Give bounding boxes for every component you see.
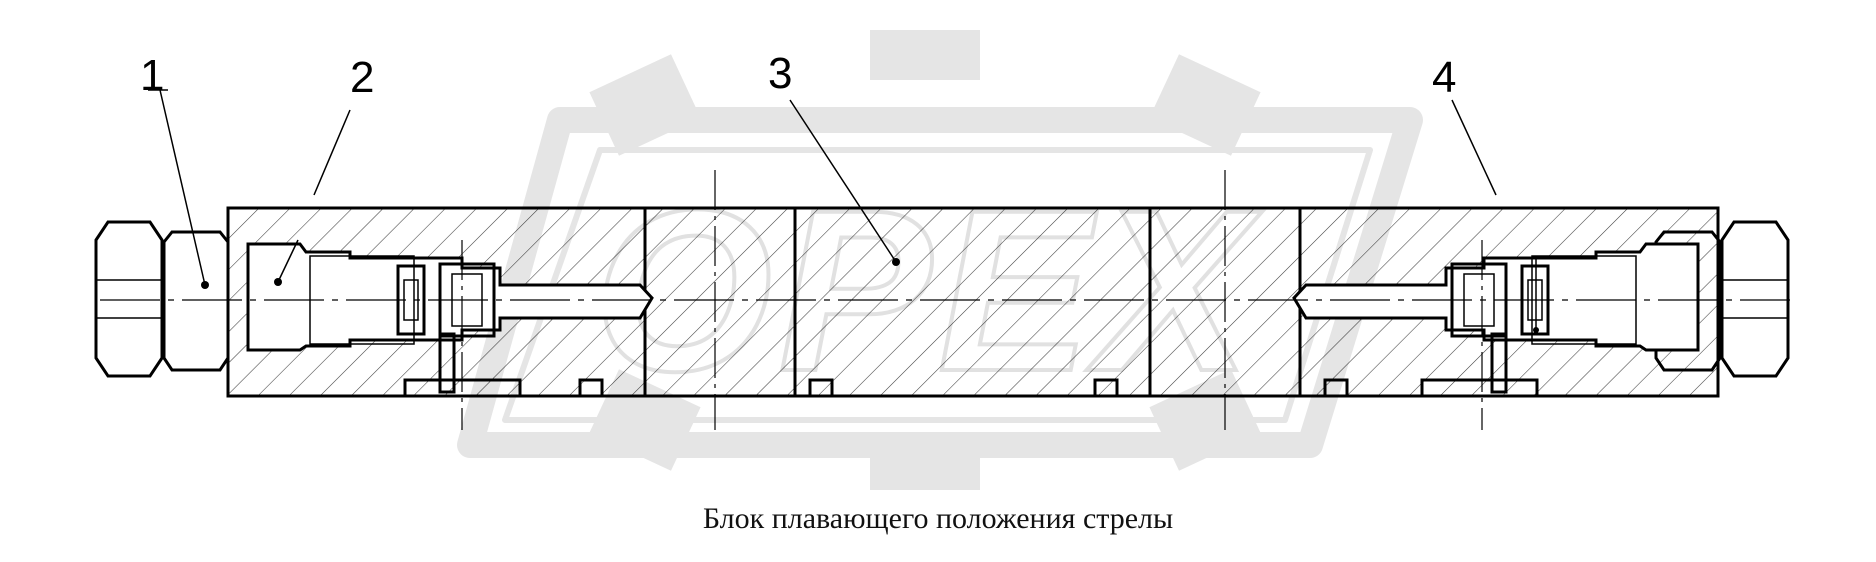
drawing-caption: Блок плавающего положения стрелы xyxy=(703,502,1173,535)
callout-4: 4 xyxy=(1432,53,1456,102)
center-lines xyxy=(100,170,1790,430)
left-bore xyxy=(246,242,654,352)
left-hex-nut xyxy=(94,220,230,378)
leader-lines xyxy=(148,89,1539,333)
callout-2: 2 xyxy=(350,53,374,102)
callout-3: 3 xyxy=(768,49,792,98)
block-body xyxy=(226,206,1720,398)
right-bore xyxy=(1292,242,1700,352)
callout-1: 1 xyxy=(140,51,164,100)
